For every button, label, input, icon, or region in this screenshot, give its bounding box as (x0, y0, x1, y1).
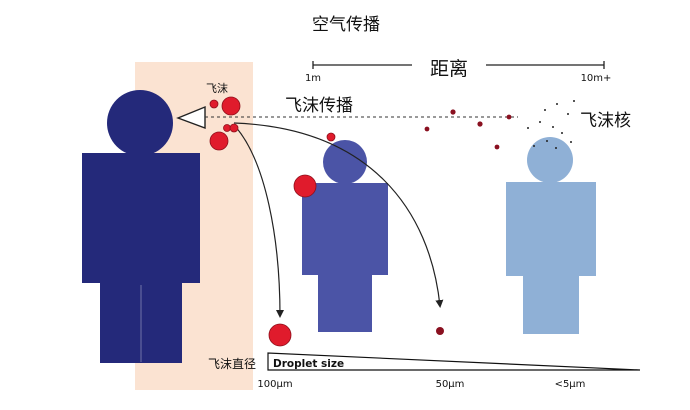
large-droplet (209, 99, 219, 109)
nuclei-speck (567, 113, 569, 115)
infected-person-torso (82, 153, 200, 283)
droplet-label: 飞沫 (206, 82, 228, 95)
medium-droplet (450, 109, 456, 115)
nuclei-speck (533, 145, 535, 147)
size-tick-label: 50μm (436, 379, 465, 390)
medium-droplet (477, 121, 483, 127)
diagram-title: 空气传播 (312, 15, 380, 35)
nuclei-speck (546, 140, 548, 142)
large-droplet (223, 124, 231, 132)
infected-person-head (107, 90, 173, 156)
large-droplet (326, 132, 336, 142)
droplet-nuclei-specks (527, 100, 575, 149)
distance-start-label: 1m (305, 73, 321, 84)
distant-person-figure (506, 137, 596, 334)
large-droplets (209, 96, 336, 347)
nuclei-speck (556, 103, 558, 105)
infected-person-figure (82, 90, 200, 363)
nuclei-speck (552, 126, 554, 128)
nuclei-speck (544, 109, 546, 111)
distance-label: 距离 (430, 58, 468, 80)
distance-ruler: 1m 距离 10m+ (305, 58, 611, 84)
medium-droplet-trajectory (233, 122, 444, 308)
nuclei-speck (527, 127, 529, 129)
distant-person-head (527, 137, 573, 183)
medium-droplet (424, 126, 430, 132)
droplet-diameter-label: 飞沫直径 (208, 357, 256, 371)
large-droplet (293, 174, 317, 198)
droplet-size-label: Droplet size (273, 358, 344, 370)
large-droplet-trajectory (233, 124, 284, 318)
nuclei-speck (555, 147, 557, 149)
size-tick-label: <5μm (555, 379, 586, 390)
droplet-nuclei-label: 飞沫核 (580, 111, 631, 131)
infected-person-legs (100, 283, 182, 363)
nuclei-speck (570, 141, 572, 143)
medium-droplet (494, 144, 500, 150)
large-droplet (268, 323, 292, 347)
droplet-spread-label: 飞沫传播 (285, 96, 353, 116)
droplet-size-wedge (267, 352, 641, 371)
nearby-person-torso (302, 183, 388, 275)
large-droplet (209, 131, 229, 151)
nearby-person-legs (318, 275, 372, 332)
nuclei-speck (539, 121, 541, 123)
medium-droplets (424, 109, 512, 335)
distant-person-legs (523, 276, 579, 334)
droplet-size-scale: 飞沫直径 Droplet size 100μm 50μm <5μm (208, 352, 641, 390)
nuclei-speck (561, 132, 563, 134)
nearby-person-head (323, 140, 367, 184)
large-droplet (221, 96, 241, 116)
nearby-person-figure (302, 140, 388, 332)
large-droplet (229, 123, 239, 133)
nuclei-speck (573, 100, 575, 102)
medium-droplet (436, 327, 444, 335)
size-tick-label: 100μm (257, 379, 292, 390)
distance-end-label: 10m+ (581, 73, 612, 84)
distant-person-torso (506, 182, 596, 276)
medium-droplet (506, 114, 512, 120)
